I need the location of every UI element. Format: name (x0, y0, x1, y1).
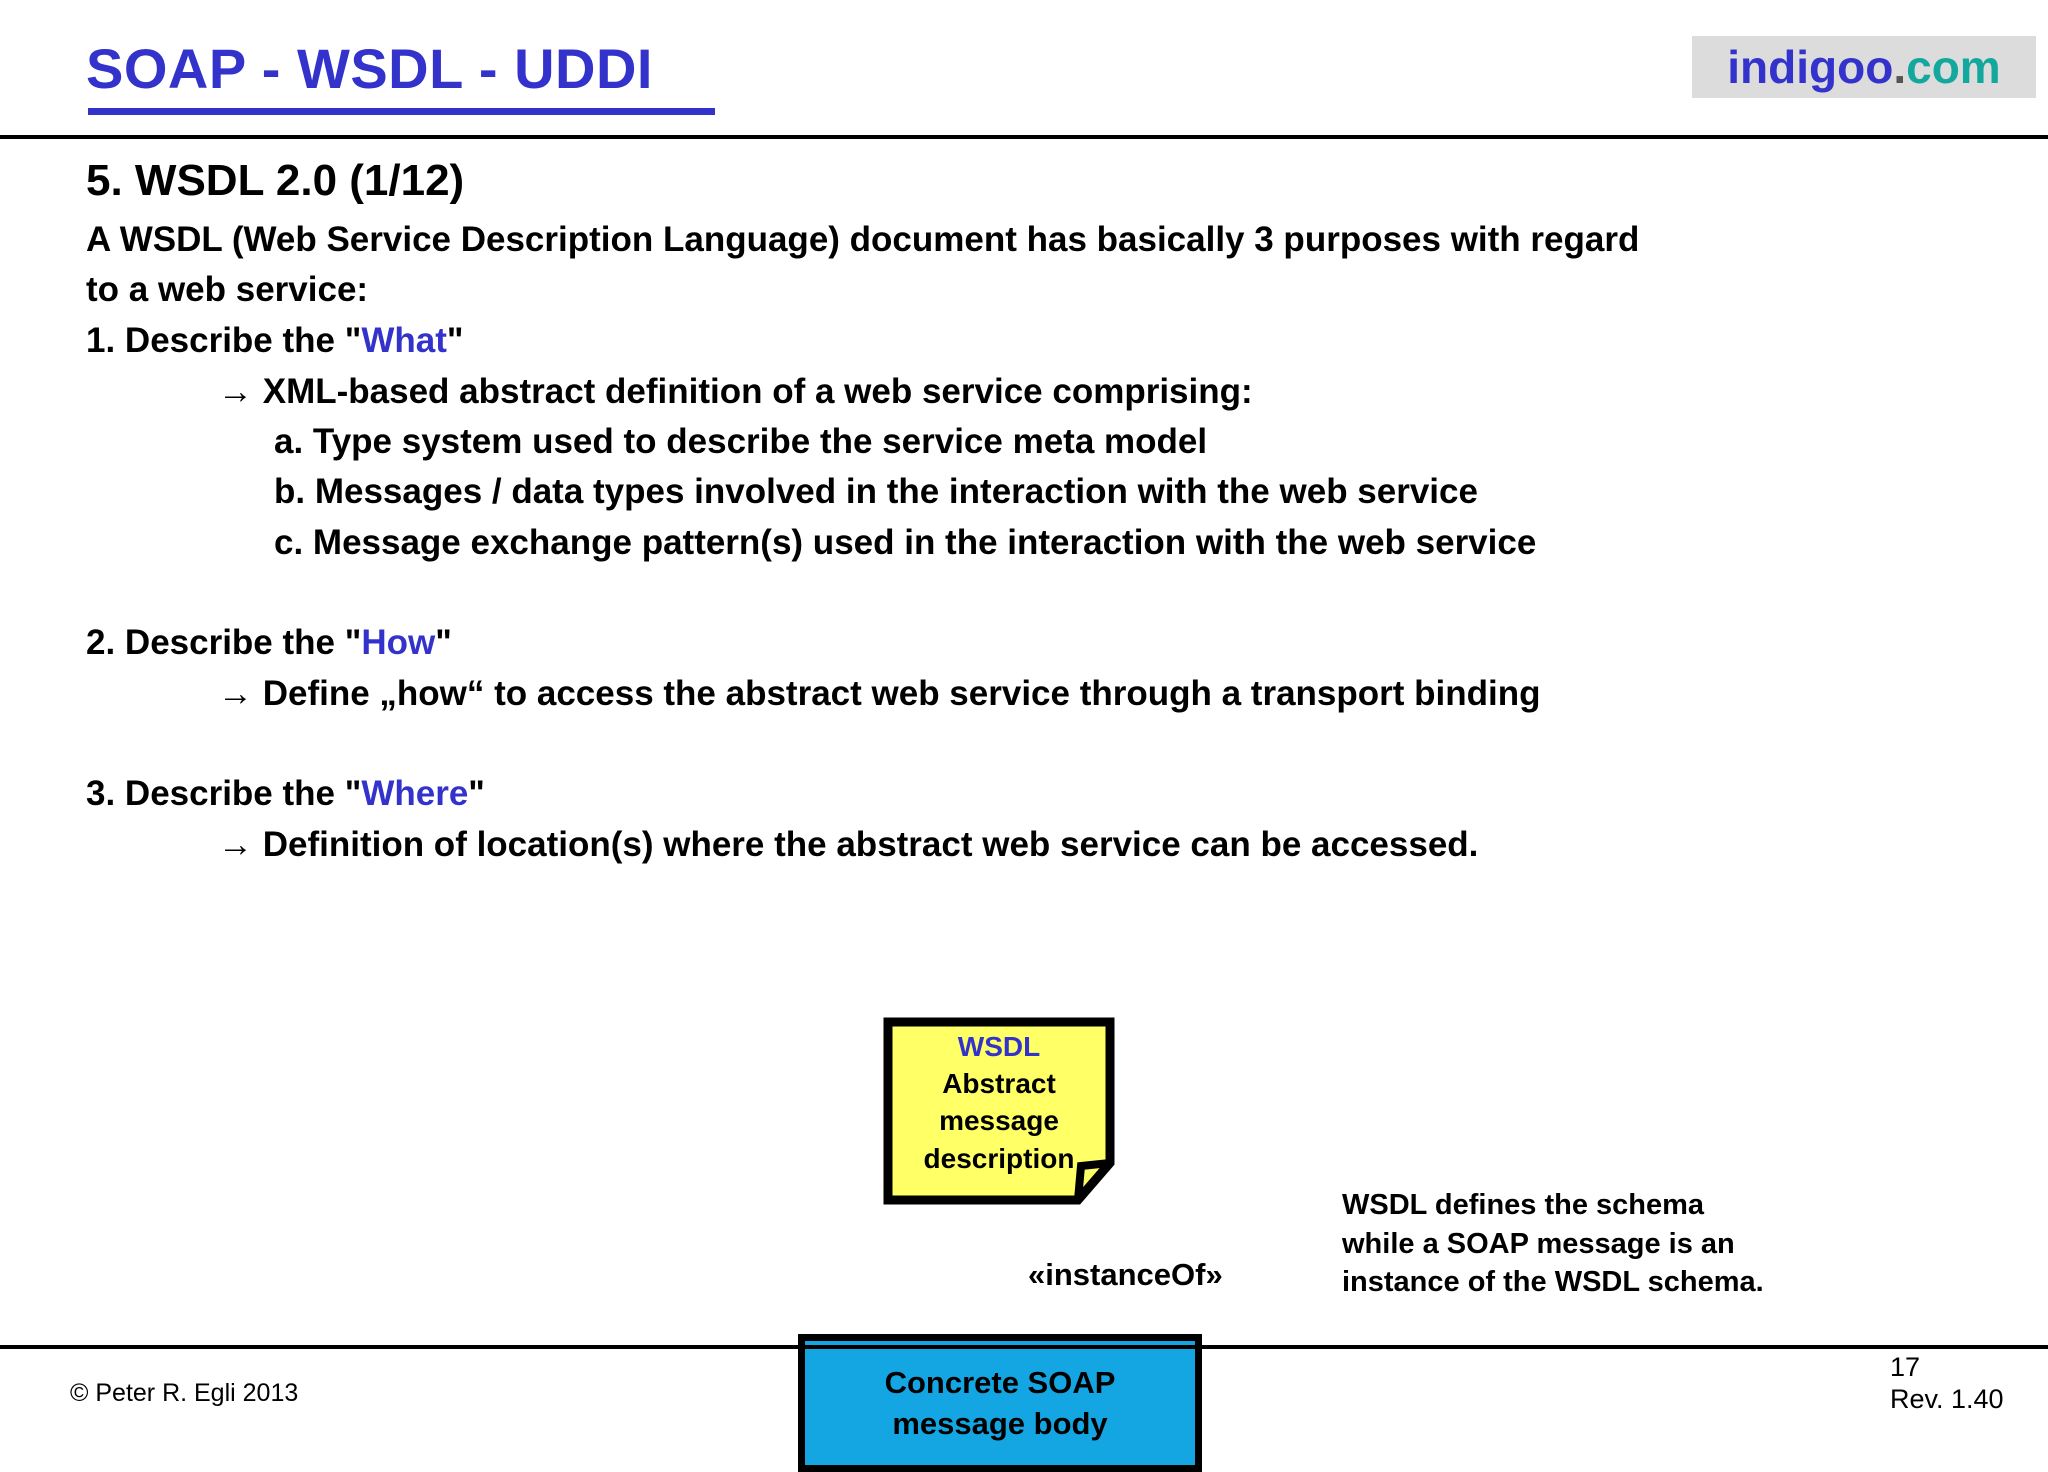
item-3-keyword: Where (361, 774, 469, 813)
intro-line-2: to a web service: (86, 270, 369, 309)
wsdl-note-line-1: Abstract (942, 1068, 1056, 1100)
wsdl-note-line-2: message (939, 1105, 1059, 1137)
soap-box-line-1: Concrete SOAP (884, 1364, 1116, 1400)
wsdl-note-line-3: description (923, 1142, 1075, 1174)
wsdl-note-title: WSDL (957, 1031, 1041, 1062)
item-3-suffix: " (468, 774, 485, 813)
logo-tld: com (1906, 41, 2001, 93)
soap-box-line-2: message body (892, 1406, 1108, 1441)
item-1-prefix: 1. Describe the " (86, 321, 362, 360)
logo-text: indigoo.com (1727, 44, 2000, 90)
page-number: 17 (1890, 1352, 1921, 1382)
footer-copyright: © Peter R. Egli 2013 (70, 1379, 299, 1407)
logo-name: indigoo (1727, 41, 1894, 93)
item-1-sub-4: c. Message exchange pattern(s) used in t… (274, 523, 1537, 562)
page-header: SOAP - WSDL - UDDI indigoo.com (0, 0, 2048, 139)
item-2-prefix: 2. Describe the " (86, 623, 362, 662)
item-1-sub-1: → XML-based abstract definition of a web… (218, 372, 1253, 411)
header-divider (0, 135, 2048, 139)
item-3-sub-1: → Definition of location(s) where the ab… (218, 825, 1479, 864)
item-3-heading: 3. Describe the "Where" (86, 776, 485, 811)
header-title-underline (88, 108, 715, 115)
logo-dot: . (1893, 41, 1907, 93)
footer-divider (0, 1345, 2048, 1349)
slide-content: 5. WSDL 2.0 (1/12) A WSDL (Web Service D… (0, 138, 2048, 1472)
wsdl-note-text: WSDL Abstract message description (884, 1018, 1114, 1204)
diagram-side-note: WSDL defines the schema while a SOAP mes… (1342, 1189, 1764, 1299)
item-2-sub-1: → Define „how“ to access the abstract we… (218, 674, 1541, 713)
concrete-soap-box: Concrete SOAP message body (798, 1334, 1202, 1472)
page-title: 5. WSDL 2.0 (1/12) (86, 156, 465, 205)
item-1-sub-3: b. Messages / data types involved in the… (274, 472, 1478, 511)
revision-label: Rev. 1.40 (1890, 1384, 2004, 1414)
item-1-heading: 1. Describe the "What" (86, 323, 463, 358)
instanceof-label: «instanceOf» (1028, 1257, 1223, 1292)
item-2-heading: 2. Describe the "How" (86, 625, 452, 660)
indigoo-logo[interactable]: indigoo.com (1692, 36, 2036, 98)
item-1-keyword: What (361, 321, 447, 360)
item-2-suffix: " (435, 623, 452, 662)
header-title: SOAP - WSDL - UDDI (86, 37, 653, 100)
item-1-suffix: " (446, 321, 464, 360)
item-2-keyword: How (361, 623, 436, 662)
intro-line-1: A WSDL (Web Service Description Language… (86, 220, 1640, 259)
item-3-prefix: 3. Describe the " (86, 774, 362, 813)
item-1-sub-2: a. Type system used to describe the serv… (274, 422, 1208, 461)
